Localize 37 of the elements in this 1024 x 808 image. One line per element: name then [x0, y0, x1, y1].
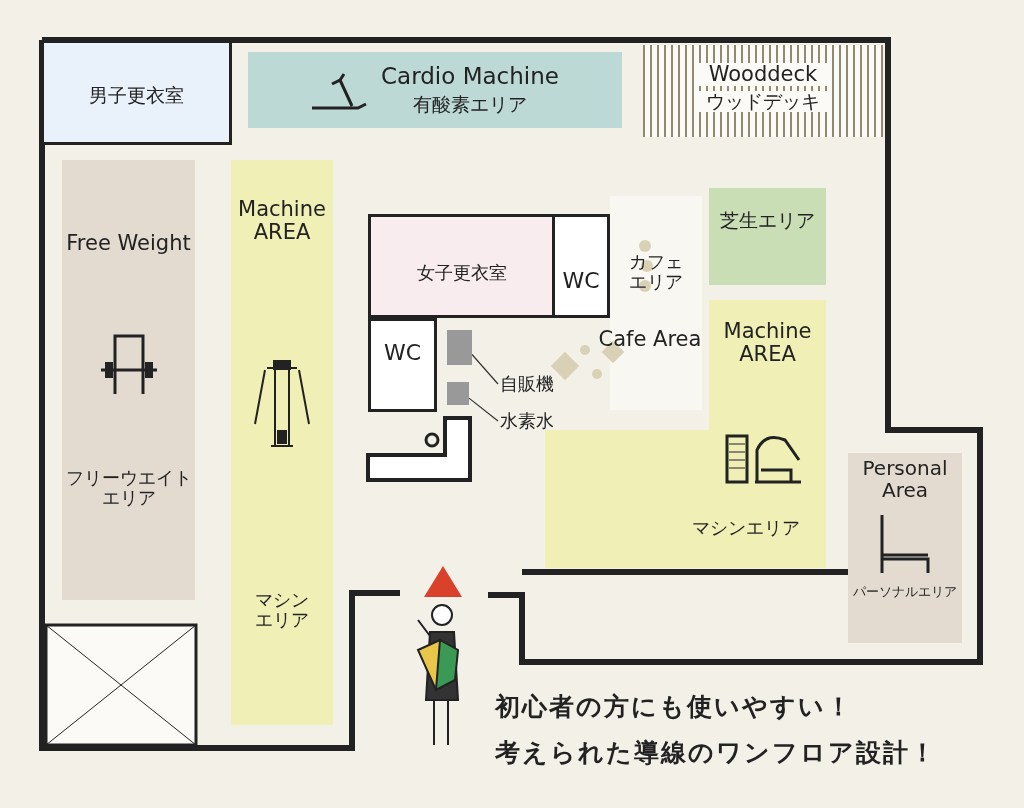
vending-machine: [447, 330, 472, 365]
area-name: Machine AREA: [722, 320, 813, 367]
locker-room: [368, 214, 555, 318]
restroom: [552, 214, 610, 318]
area-name: Wooddeck: [698, 63, 828, 87]
personal-area: [848, 453, 962, 643]
cardio-area: [248, 52, 622, 128]
area-label: ウッドデッキ: [698, 91, 828, 112]
machine-area: [231, 160, 333, 725]
area-label: 男子更衣室: [88, 85, 185, 106]
area-label: 芝生エリア: [719, 210, 816, 231]
area-name: WC: [382, 341, 423, 366]
restroom: [368, 318, 437, 412]
lawn-area: [709, 188, 826, 285]
water-server: [447, 382, 469, 405]
area-name: Cardio Machine: [380, 64, 560, 90]
free-weight-area: [62, 160, 195, 600]
vending-label: 自販機: [500, 372, 554, 396]
leader-line: [471, 353, 499, 385]
area-name: Machine AREA: [237, 198, 327, 245]
leader-line: [468, 397, 499, 422]
area-label: マシンエリア: [690, 518, 801, 538]
area-name: Cafe Area: [597, 328, 703, 352]
water-label: 水素水: [500, 409, 554, 433]
area-label: 女子更衣室: [415, 263, 508, 283]
area-name: Free Weight: [65, 232, 192, 256]
locker-room: [44, 43, 232, 145]
area-name: WC: [561, 269, 601, 294]
area-name: Personal Area: [861, 457, 949, 501]
caption-text: 考えられた導線のワンフロア設計！: [495, 737, 937, 769]
area-label: マシンエリア: [254, 590, 310, 630]
wooddeck-area: [643, 45, 883, 137]
area-label: 有酸素エリア: [412, 94, 528, 115]
caption-text: 初心者の方にも使いやすい！: [495, 691, 853, 723]
area-label: フリーウエイトエリア: [64, 468, 193, 508]
area-label: パーソナルエリア: [852, 585, 958, 600]
area-label: カフェエリア: [628, 252, 684, 292]
